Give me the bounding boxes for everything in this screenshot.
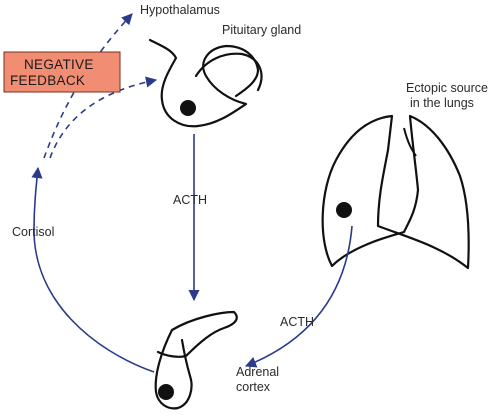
cortisol-arrow xyxy=(31,166,155,373)
lungs-trachea xyxy=(403,127,417,157)
negative-feedback-box xyxy=(3,51,121,93)
ectopic-source-label-2: in the lungs xyxy=(410,96,474,110)
cortisol-label: Cortisol xyxy=(12,225,54,239)
lungs-shape xyxy=(321,114,470,270)
hypothalamus-label: Hypothalamus xyxy=(140,3,220,17)
adrenal-label-2: cortex xyxy=(236,380,271,394)
lung-tumour-dot xyxy=(336,202,352,218)
adrenal-cortex-shape xyxy=(154,310,238,410)
acth-center-label: ACTH xyxy=(173,193,207,207)
acth-arrow-lungs-to-adrenal xyxy=(244,225,353,368)
acth-right-label: ACTH xyxy=(280,315,314,329)
negative-feedback-label-1: NEGATIVE xyxy=(24,57,94,72)
adrenal-tumour-dot xyxy=(158,384,174,400)
pituitary-tumour-dot xyxy=(180,100,196,116)
pituitary-gland-label: Pituitary gland xyxy=(222,23,301,37)
negative-feedback-label-2: FEEDBACK xyxy=(10,73,85,88)
pituitary-gland-lobe xyxy=(194,52,263,92)
feedback-arrow-to-hypothalamus xyxy=(43,13,133,159)
adrenal-label-1: Adrenal xyxy=(236,365,279,379)
feedback-arrow-to-pituitary xyxy=(49,76,158,159)
ectopic-source-label-1: Ectopic source xyxy=(406,81,488,95)
